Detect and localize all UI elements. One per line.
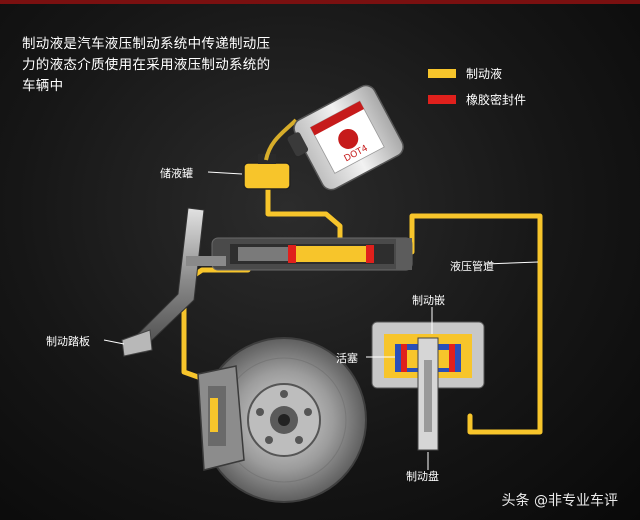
pipe-reservoir-feed [265, 185, 343, 243]
legend-item-fluid: 制动液 [428, 65, 502, 81]
label-reservoir: 储液罐 [160, 167, 193, 180]
watermark: 头条 @非专业车评 [501, 493, 618, 509]
label-disc: 制动盘 [406, 470, 439, 483]
legend-swatch-seal [428, 94, 456, 104]
pouring-fluid [264, 118, 298, 161]
legend-item-seal: 橡胶密封件 [428, 91, 526, 107]
top-accent-bar [0, 0, 640, 4]
disc-caliper [197, 365, 245, 471]
label-pedal: 制动踏板 [46, 335, 90, 348]
leader-lines [103, 171, 539, 470]
master-cylinder [211, 237, 413, 271]
label-pipeline: 液压管道 [450, 260, 494, 273]
legend-swatch-fluid [428, 68, 456, 78]
brake-pedal [121, 207, 226, 357]
description-caption: 制动液是汽车液压制动系统中传递制动压力的液态介质使用在采用液压制动系统的车辆中 [22, 36, 271, 94]
label-caliper: 制动嵌 [412, 294, 445, 307]
caliper-cross-section [371, 321, 485, 451]
brake-fluid-bottle: DOT4 [287, 84, 404, 191]
legend-label-seal: 橡胶密封件 [466, 92, 527, 107]
label-piston: 活塞 [336, 352, 358, 365]
legend-label-fluid: 制动液 [466, 66, 503, 81]
